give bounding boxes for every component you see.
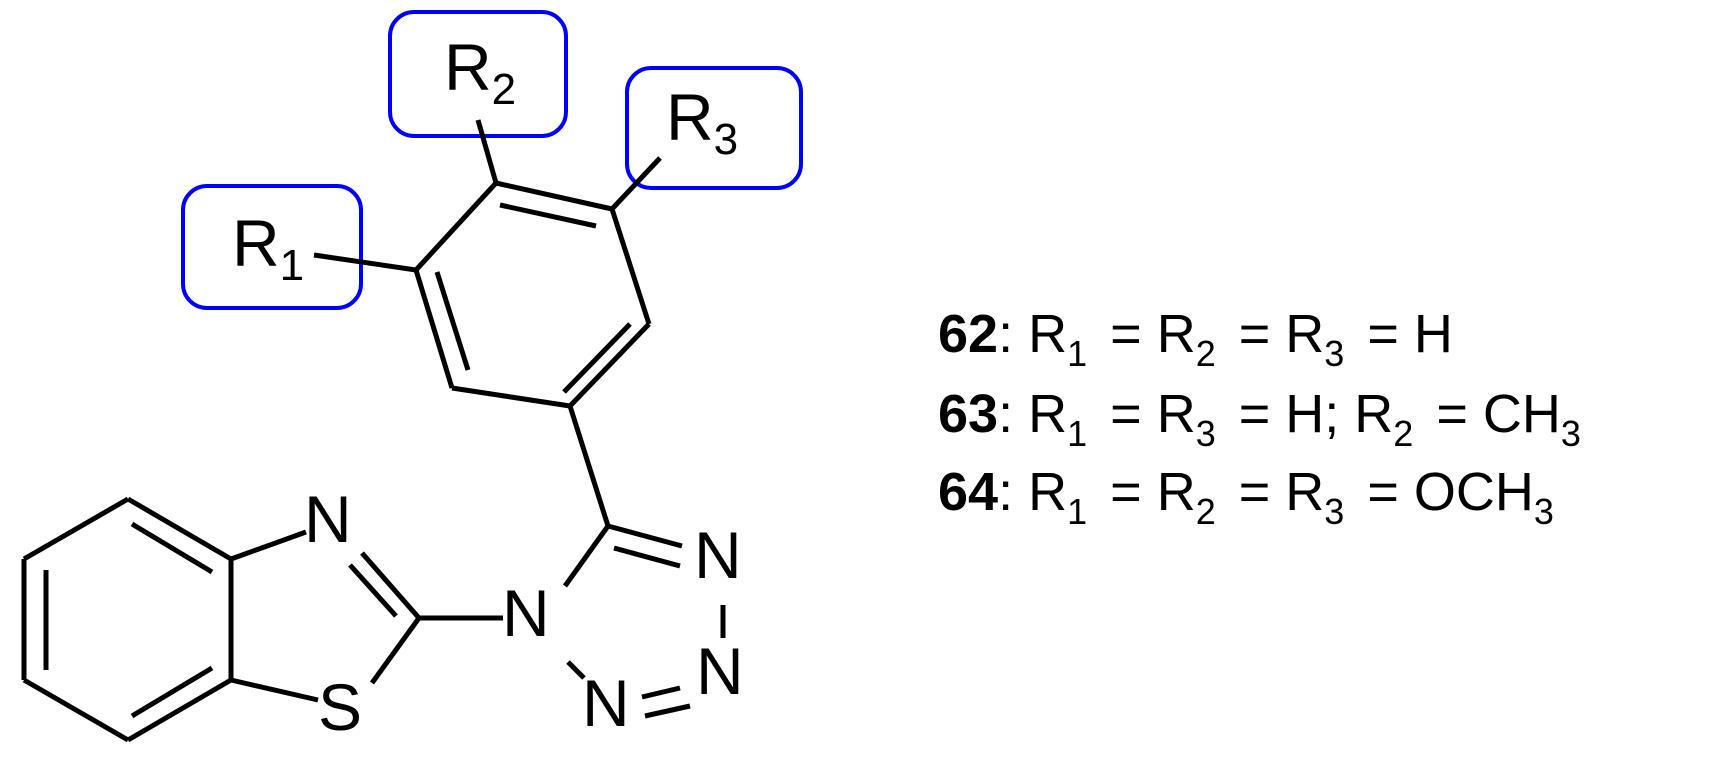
thiazole-s-label: S bbox=[318, 670, 362, 744]
benzene-double-inner bbox=[130, 521, 214, 575]
phenyl-bond bbox=[413, 269, 455, 389]
tetrazole-n3-n2-bond bbox=[641, 685, 681, 700]
phenyl-ring bbox=[413, 180, 652, 409]
tetrazole-c-n4-bond bbox=[607, 523, 683, 549]
phenyl-tetrazole-bond bbox=[567, 405, 611, 527]
phenyl-bond bbox=[495, 180, 613, 212]
benzene-bond bbox=[22, 496, 130, 562]
thiazole-c2-n-bond bbox=[360, 551, 421, 620]
tetrazole-n3-label: N bbox=[696, 634, 744, 708]
benzothiazole bbox=[21, 496, 503, 743]
phenyl-double-bond-inner bbox=[562, 322, 632, 394]
phenyl-double-bond-inner bbox=[434, 271, 471, 371]
legend-row-64: 64: R1 = R2 = R3 = OCH3 bbox=[938, 462, 1554, 536]
r1-highlight-box bbox=[181, 184, 363, 310]
compound-legend: 62: R1 = R2 = R3 = H 63: R1 = R3 = H; R2… bbox=[938, 304, 1581, 536]
tetrazole-n3-n2-double-inner bbox=[644, 703, 691, 719]
phenyl-bond bbox=[414, 181, 498, 272]
tetrazole-ring bbox=[562, 523, 726, 719]
benzene-double-inner bbox=[130, 665, 214, 719]
r2-highlight-box bbox=[388, 10, 568, 138]
thiazole-n-c3a-bond bbox=[230, 529, 307, 562]
legend-row-63: 63: R1 = R3 = H; R2 = CH3 bbox=[938, 384, 1581, 458]
benzene-bond bbox=[126, 496, 233, 562]
r3-label: R3 bbox=[666, 80, 738, 164]
legend-label-63: 63 bbox=[938, 384, 998, 444]
phenyl-bond bbox=[451, 385, 571, 409]
r2-bond bbox=[475, 119, 499, 184]
phenyl-double-bond-inner bbox=[499, 202, 597, 229]
r3-highlight-box bbox=[625, 66, 803, 190]
tetrazole-c-n1-bond bbox=[562, 524, 611, 588]
thiazole-n-label: N bbox=[304, 482, 352, 556]
r1-label: R1 bbox=[232, 206, 304, 290]
thiazole-c2-n-double-inner bbox=[348, 563, 398, 618]
benzene-bond bbox=[22, 677, 130, 743]
legend-label-64: 64 bbox=[938, 462, 998, 522]
legend-label-62: 62 bbox=[938, 304, 998, 364]
tetrazole-n1-label: N bbox=[502, 576, 550, 650]
phenyl-bond bbox=[609, 208, 652, 325]
substituent-bonds bbox=[313, 119, 662, 527]
thiazole-c2-s-bond bbox=[369, 616, 422, 685]
phenyl-bond bbox=[568, 322, 651, 408]
r3-bond bbox=[610, 156, 662, 211]
tetrazole-n2-label: N bbox=[582, 666, 630, 740]
benzene-bond bbox=[126, 677, 233, 743]
legend-row-62: 62: R1 = R2 = R3 = H bbox=[938, 304, 1453, 378]
tetrazole-n4-label: N bbox=[694, 518, 742, 592]
r2-label: R2 bbox=[444, 30, 516, 114]
r1-bond bbox=[313, 252, 417, 273]
tetrazole-c-n4-double-inner bbox=[613, 545, 681, 569]
atom-labels: R1 R2 R3 N S N N N N bbox=[232, 30, 744, 744]
thiazole-s-c7a-bond bbox=[230, 677, 319, 703]
tetrazole-n2-n1-bond bbox=[566, 660, 586, 680]
substituent-highlight-boxes bbox=[181, 10, 803, 310]
